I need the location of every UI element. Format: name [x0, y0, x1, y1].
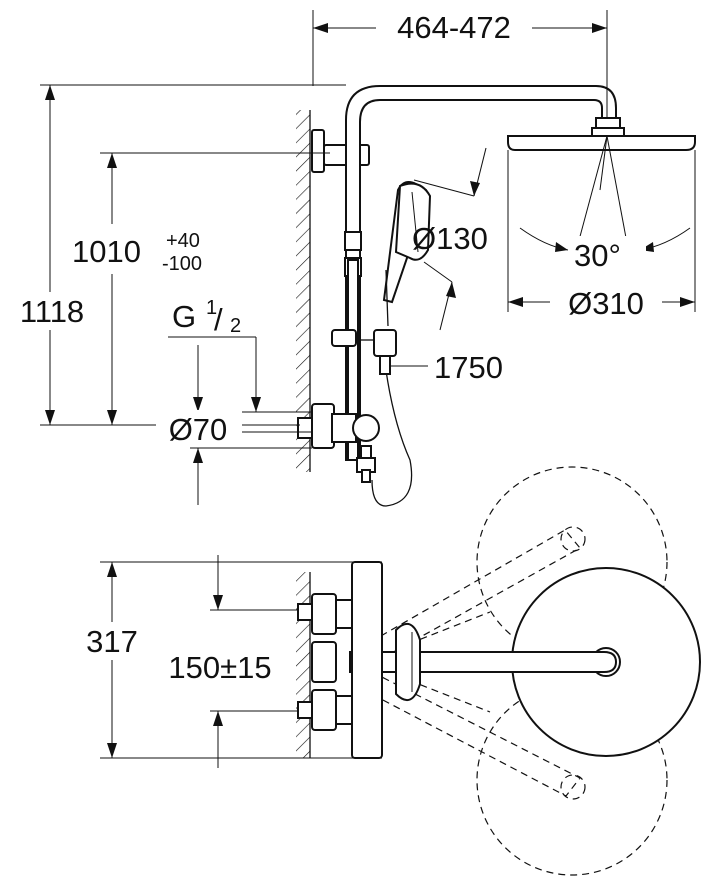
valve-upper-top — [335, 599, 353, 629]
dim-depth-label: 317 — [86, 624, 138, 659]
slider-rail — [347, 259, 359, 461]
wall-hatch-front — [296, 110, 310, 472]
dim-width-label: 464-472 — [397, 10, 511, 45]
spray-line-center-l — [599, 135, 608, 191]
dim-head-arrow-left — [508, 297, 523, 307]
dim-hose-label: 1750 — [434, 350, 503, 385]
arm-alt-lower — [359, 671, 581, 797]
spray-arrow-left — [555, 242, 568, 252]
wall-connector — [297, 417, 313, 439]
dim-hand-arrow-top — [470, 181, 480, 196]
dim-outlet-tol-plus: +40 — [166, 230, 200, 252]
mixer-knob — [352, 414, 380, 442]
dim-angle-label: 30° — [574, 238, 621, 273]
dim-outlet-arrow-top — [107, 153, 117, 168]
hand-shower-face — [411, 191, 419, 253]
hand-shower-head — [394, 182, 432, 261]
dim-head-label: Ø310 — [568, 286, 644, 321]
hand-shower-grip — [385, 269, 389, 327]
dim-outlet-arrow-bottom — [107, 410, 117, 425]
fitting-lower-top — [297, 701, 313, 719]
shower-arm-top — [349, 651, 618, 673]
hose — [371, 355, 413, 507]
dim-rosette-arrow-bottom — [193, 448, 203, 463]
mixer-spout — [361, 469, 371, 483]
dim-hand-ext-top — [413, 179, 475, 197]
top-view: 317 150±15 — [72, 466, 701, 876]
hose-end — [379, 355, 391, 375]
wall-hatch-top — [296, 572, 310, 758]
slider-clip — [331, 329, 357, 347]
wall-bracket — [311, 129, 325, 173]
dim-outlet-tol-minus: -100 — [162, 253, 202, 275]
dim-head-arrow-right — [680, 297, 695, 307]
dim-total-label: 1118 — [20, 294, 84, 329]
dim-width-arrow-right — [592, 23, 607, 33]
dim-width-arrow-left — [313, 23, 328, 33]
dim-hand-arrow-bottom — [446, 282, 456, 298]
thread-label-den: 2 — [230, 315, 241, 337]
arm-alt-upper-end — [560, 526, 586, 552]
dim-total-arrow-bottom — [45, 410, 55, 425]
hand-shower-top — [395, 622, 421, 702]
dim-depth-arrow-top — [107, 562, 117, 577]
thread-label-slash: / — [214, 302, 223, 337]
dim-spacing-arrow-bottom — [213, 711, 223, 726]
valve-lower-top — [335, 695, 353, 725]
connector-lower-top — [311, 689, 337, 731]
head-shower-front — [507, 135, 696, 151]
thread-arrow — [251, 397, 261, 412]
connector-mid-top — [311, 641, 337, 683]
fitting-upper-top — [297, 603, 313, 621]
dim-outlet-label: 1010 — [72, 234, 141, 269]
thread-label-num: 1 — [206, 297, 217, 319]
head-connector-nut — [591, 127, 625, 137]
dim-spacing-arrow-top — [213, 595, 223, 610]
dim-total-arrow-top — [45, 85, 55, 100]
dim-rosette-label: Ø70 — [169, 412, 228, 447]
arm-alt-lower-end — [560, 774, 586, 800]
slider-holder — [373, 329, 397, 357]
dim-hand-ext-bottom — [423, 261, 453, 283]
dim-spacing-label: 150±15 — [168, 650, 271, 685]
thread-label-prefix: G — [172, 299, 196, 334]
riser-joint-upper — [344, 231, 362, 251]
thermostat-body-top — [351, 561, 383, 759]
dim-depth-arrow-bottom — [107, 743, 117, 758]
front-view: 464-472 1118 1010 +40 -100 G 1 / 2 — [4, 10, 696, 507]
rosette — [311, 403, 335, 449]
dim-hand-label: Ø130 — [412, 221, 488, 256]
dim-rosette-arrow-top — [193, 397, 203, 412]
connector-upper-top — [311, 593, 337, 635]
